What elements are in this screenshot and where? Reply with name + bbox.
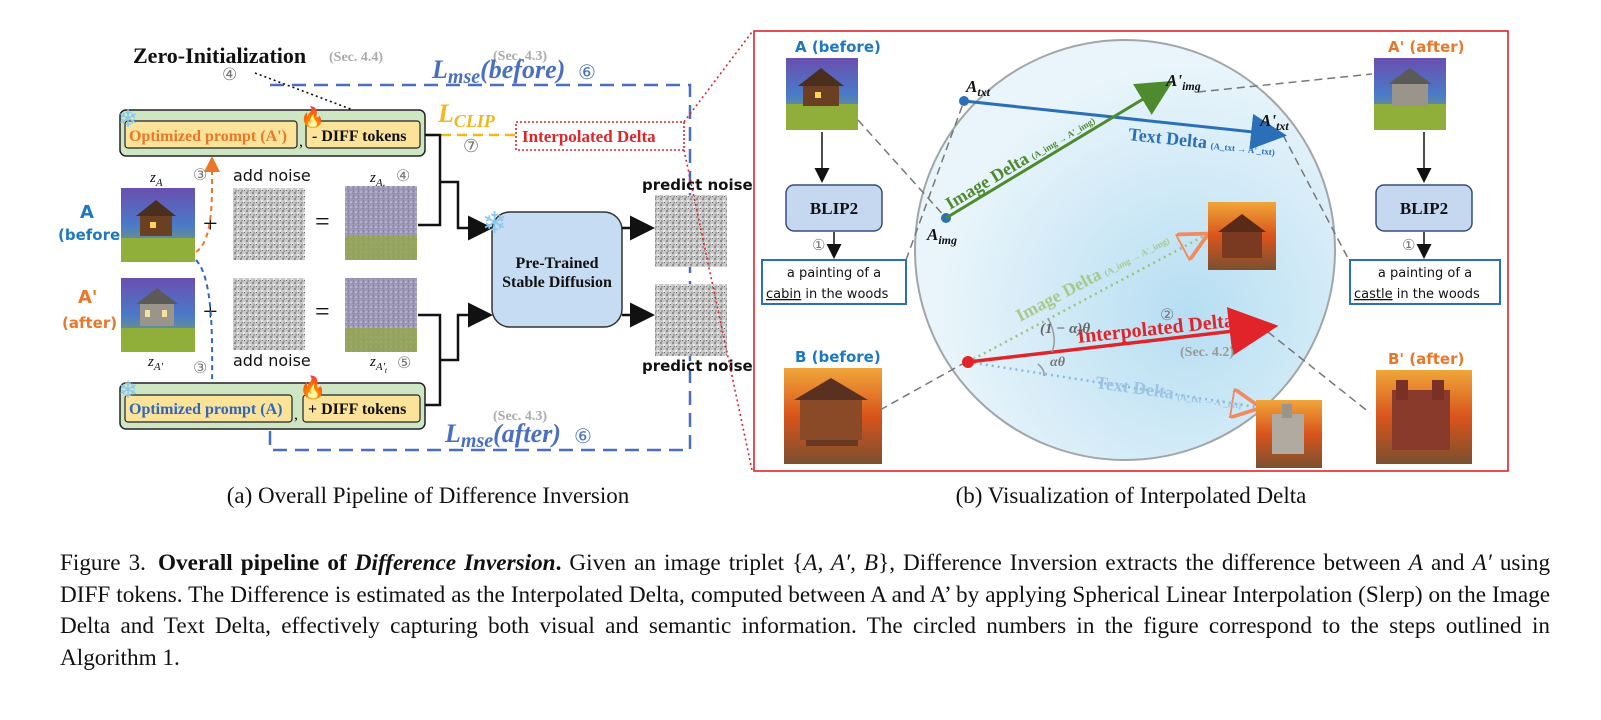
zA-label: zA — [149, 170, 163, 189]
noise-bottom — [233, 278, 305, 350]
figure-3: Zero-Initialization (Sec. 4.4) ④ (Sec. 4… — [58, 30, 1509, 508]
ap-label: A' — [78, 287, 97, 308]
caption-title-1: Overall pipeline of — [158, 550, 347, 576]
stable-diffusion-box — [491, 211, 623, 328]
equals-top: = — [315, 207, 330, 236]
caption-var-ap: A′ — [1472, 550, 1492, 576]
subcaption-a: (a) Overall Pipeline of Difference Inver… — [227, 483, 630, 508]
caption-text-4: using DIFF tokens. The Difference is est… — [60, 550, 1551, 671]
step2: ② — [1160, 307, 1174, 324]
right-panel: A (before) BLIP2 ① a painting of a cabin… — [753, 30, 1509, 472]
blip2-left — [785, 184, 883, 232]
step3b: ③ — [193, 360, 207, 377]
loss-before-sec: (Sec. 4.3) — [493, 49, 547, 64]
loss-after-step: ⑥ — [574, 426, 592, 448]
add-noise-top: add noise — [233, 166, 311, 185]
caption-box-right — [1349, 259, 1501, 305]
loss-before-step: ⑥ — [578, 62, 596, 84]
image-b — [784, 368, 882, 464]
caption-right-line1: a painting of a — [1378, 266, 1472, 281]
blip2-right-text: BLIP2 — [1400, 199, 1448, 218]
predicted-noise-bottom — [655, 284, 727, 356]
snowflake-sd-icon: ❄ — [482, 207, 507, 240]
top-diff-text: - DIFF tokens — [312, 128, 407, 145]
a-label: A — [80, 202, 94, 223]
zero-init-label: Zero-Initialization — [133, 43, 306, 68]
sd-line1: Pre-Trained — [516, 255, 599, 272]
step4: ④ — [396, 168, 410, 185]
caption-box-left — [761, 259, 907, 305]
add-noise-bottom: add noise — [233, 351, 311, 370]
caption-text-3: and — [1431, 550, 1465, 576]
caption-left-line1: a painting of a — [787, 266, 881, 281]
figure-number: Figure 3. — [60, 550, 146, 576]
caption-right-line2: castle in the woods — [1354, 287, 1480, 302]
step4-top: ④ — [222, 65, 237, 84]
top-comma: , — [299, 133, 303, 150]
interp-delta-box: Interpolated Delta — [522, 127, 656, 146]
a-before-label: A (before) — [795, 38, 881, 56]
noisy-latent-a — [345, 186, 417, 260]
caption-text-1: Given an image triplet { — [569, 550, 804, 576]
fire-top-icon: 🔥 — [300, 105, 325, 129]
ap-img-label: A'img — [1165, 71, 1201, 93]
top-prompt-text: Optimized prompt (A') — [129, 128, 287, 145]
step5: ⑤ — [397, 355, 411, 372]
noisy-latent-ap — [345, 278, 417, 352]
caption-text-2: }, Difference Inversion extracts the dif… — [878, 550, 1401, 576]
bottom-diff-text: + DIFF tokens — [308, 401, 406, 418]
clip-loss: LCLIP — [437, 99, 496, 131]
fire-bottom-icon: 🔥 — [299, 375, 326, 400]
predict-top: predict noise — [642, 176, 753, 194]
caption-triplet: A, A′, B — [803, 550, 879, 576]
bottom-comma: , — [294, 406, 298, 423]
snowflake-bottom-icon: ❄ — [118, 378, 138, 404]
image-a-thumb — [121, 188, 195, 262]
left-panel: Zero-Initialization (Sec. 4.4) ④ (Sec. 4… — [58, 31, 753, 471]
predict-bottom: predict noise — [642, 357, 753, 375]
alpha-theta: αθ — [1050, 355, 1066, 370]
sd-line2: Stable Diffusion — [502, 274, 612, 291]
step3a: ③ — [193, 167, 207, 184]
figure-caption: Figure 3. Overall pipeline of Difference… — [60, 548, 1550, 674]
image-bp — [1376, 370, 1472, 464]
zero-init-sec: (Sec. 4.4) — [329, 50, 383, 65]
a-img-label: Aimg — [926, 225, 957, 247]
image-ap-thumb — [121, 278, 195, 352]
subcaption-b: (b) Visualization of Interpolated Delta — [956, 483, 1307, 508]
zAp-label: zA' — [147, 354, 164, 373]
loss-before: Lmse(before) — [431, 55, 565, 88]
ap-after-label: A' (after) — [1388, 38, 1465, 56]
caption-left-line2: cabin in the woods — [766, 287, 889, 302]
loss-after-sec: (Sec. 4.3) — [493, 409, 547, 424]
one-minus-alpha: (1 − α)θ — [1040, 321, 1090, 337]
b-before-label: B (before) — [795, 348, 881, 366]
loss-after: Lmse(after) — [444, 419, 561, 452]
caption-title-3: . — [555, 550, 562, 576]
step1-right: ① — [1402, 238, 1415, 254]
zApt-label: zA't — [369, 354, 388, 375]
clip-step: ⑦ — [463, 136, 479, 156]
ap-sub: (after) — [62, 314, 117, 332]
bp-after-label: B' (after) — [1388, 350, 1464, 368]
image-delta-result-thumb — [1208, 202, 1276, 270]
interp-sec: (Sec. 4.2) — [1180, 345, 1234, 360]
image-ap — [1374, 58, 1446, 130]
blip2-left-text: BLIP2 — [810, 199, 858, 218]
text-delta-result-thumb — [1256, 400, 1322, 468]
blip2-right — [1375, 184, 1473, 232]
step1-left: ① — [812, 238, 825, 254]
image-a — [786, 58, 858, 130]
caption-title-2: Difference Inversion — [354, 550, 556, 576]
caption-var-a: A — [1408, 550, 1423, 576]
snowflake-top-icon: ❄ — [118, 107, 138, 133]
a-txt-label: Atxt — [965, 77, 991, 99]
ap-txt-label: A'txt — [1259, 111, 1289, 133]
a-sub: (before) — [58, 226, 127, 244]
plus-top: + — [203, 209, 218, 238]
bottom-prompt-text: Optimized prompt (A) — [129, 401, 282, 418]
noise-top — [233, 188, 305, 260]
equals-bottom: = — [315, 297, 330, 326]
predicted-noise-top — [655, 195, 727, 267]
